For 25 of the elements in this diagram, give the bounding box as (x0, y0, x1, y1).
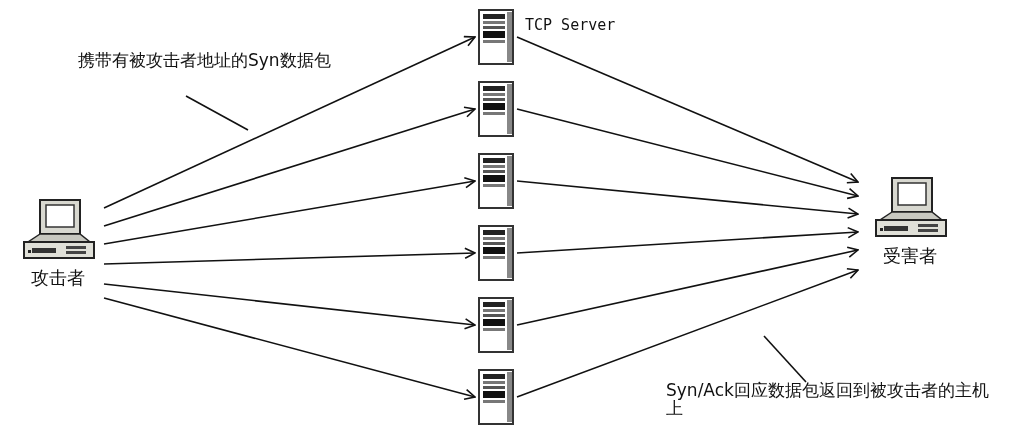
arrow (103, 297, 476, 401)
server-tower-icon (475, 368, 517, 426)
arrow (516, 108, 859, 200)
server-tower-icon (475, 152, 517, 210)
annotation-text: 携带有被攻击者地址的Syn数据包 (78, 52, 331, 70)
server-tower-icon (475, 8, 517, 66)
arrow (103, 247, 476, 265)
arrow (516, 246, 859, 326)
leader-line (763, 335, 807, 383)
arrow (516, 36, 859, 184)
server-tower-icon (475, 80, 517, 138)
arrow (516, 180, 859, 219)
node-label: 受害者 (883, 246, 937, 266)
arrow (103, 283, 476, 330)
arrow (103, 106, 476, 227)
annotation-text: Syn/Ack回应数据包返回到被攻击者的主机上 (666, 382, 990, 418)
arrow (103, 176, 476, 245)
server-label: TCP Server (525, 16, 616, 34)
arrow (516, 268, 859, 398)
arrow (516, 226, 859, 254)
node-label: 攻击者 (31, 268, 85, 288)
leader-line (185, 95, 249, 131)
server-tower-icon (475, 224, 517, 282)
arrow (103, 35, 476, 209)
server-tower-icon (475, 296, 517, 354)
